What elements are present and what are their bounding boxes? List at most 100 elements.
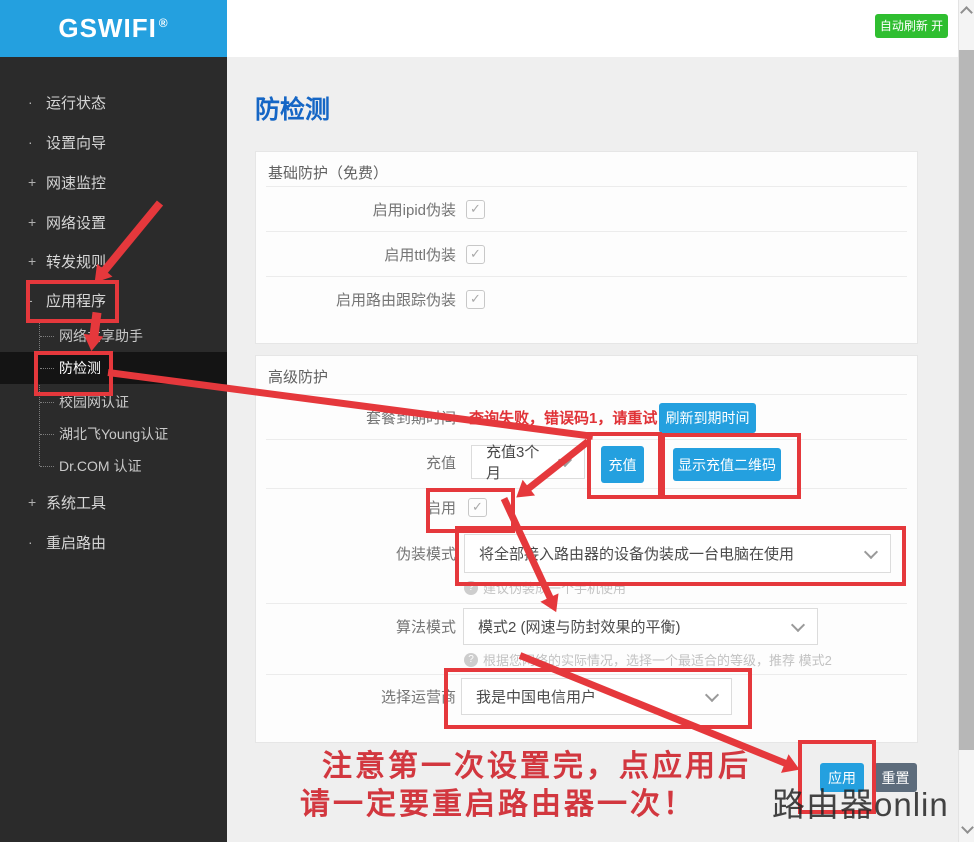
sidebar-item-system-tools[interactable]: + 系统工具: [0, 488, 227, 516]
check-icon: ✓: [470, 201, 481, 216]
advanced-protection-card: 高级防护 套餐到期时间 查询失败，错误码1，请重试 刷新到期时间 充值 充值3个…: [255, 355, 918, 743]
sidebar-item-reboot-router[interactable]: · 重启路由: [0, 528, 227, 556]
chevron-down-icon: [863, 544, 879, 559]
divider: [266, 674, 907, 675]
sidebar-subitem-drcom-auth[interactable]: Dr.COM 认证: [0, 452, 227, 480]
sidebar-item-setup-wizard[interactable]: · 设置向导: [0, 128, 227, 156]
field-label: 选择运营商: [380, 688, 456, 706]
scroll-down-icon[interactable]: [961, 821, 974, 834]
form-row-ipid: 启用ipid伪装 ✓: [256, 192, 905, 226]
sidebar-item-label: 系统工具: [46, 494, 107, 512]
card-title: 基础防护（免费）: [268, 165, 389, 182]
expand-icon: +: [28, 494, 37, 510]
isp-select[interactable]: 我是中国电信用户: [461, 678, 732, 715]
bullet-icon: ·: [28, 534, 33, 550]
recharge-button[interactable]: 充值: [601, 446, 644, 483]
enable-checkbox[interactable]: ✓: [468, 497, 487, 517]
sidebar: GSWIFI® ·运行状态 ·设置向导 +网速监控 +网络设置 +转发规则 -应…: [0, 0, 227, 842]
divider: [266, 231, 907, 232]
card-title: 高级防护: [268, 369, 329, 386]
reset-button[interactable]: 重置: [874, 763, 917, 792]
form-row-traceroute: 启用路由跟踪伪装 ✓: [256, 282, 905, 316]
tree-dash-icon: [40, 433, 54, 435]
expand-icon: +: [28, 253, 37, 269]
scroll-up-icon[interactable]: [960, 6, 973, 19]
form-row-expire: 套餐到期时间 查询失败，错误码1，请重试: [256, 400, 905, 434]
divider: [266, 439, 907, 440]
logo-text: GSWIFI: [58, 13, 157, 43]
sidebar-item-label: 网络设置: [46, 214, 107, 232]
recharge-select[interactable]: 充值3个月: [471, 444, 585, 482]
selected-option: 将全部接入路由器的设备伪装成一台电脑在使用: [479, 546, 795, 563]
sidebar-item-label: 重启路由: [46, 534, 107, 552]
selected-option: 模式2 (网速与防封效果的平衡): [478, 619, 681, 636]
sidebar-item-label: 转发规则: [46, 253, 107, 271]
tree-dash-icon: [40, 335, 54, 337]
form-row-ttl: 启用ttl伪装 ✓: [256, 237, 905, 271]
logo: GSWIFI®: [0, 0, 227, 57]
refresh-expire-button[interactable]: 刷新到期时间: [659, 403, 756, 433]
sidebar-subitem-anti-detection[interactable]: 防检测: [0, 352, 227, 384]
sidebar-subitem-hubei-young-auth[interactable]: 湖北飞Young认证: [0, 420, 227, 448]
show-qr-button[interactable]: 显示充值二维码: [673, 448, 781, 481]
field-label: 启用: [425, 499, 456, 517]
tree-dash-icon: [40, 367, 54, 369]
help-text: 根据您网络的实际情况，选择一个最适合的等级，推荐 模式2: [483, 653, 832, 668]
sidebar-subitem-network-share[interactable]: 网络共享助手: [0, 322, 227, 350]
collapse-icon: -: [28, 292, 33, 308]
divider: [266, 488, 907, 489]
ttl-checkbox[interactable]: ✓: [466, 244, 485, 264]
algo-mode-select[interactable]: 模式2 (网速与防封效果的平衡): [463, 608, 818, 645]
registered-mark: ®: [158, 15, 169, 30]
disguise-mode-select[interactable]: 将全部接入路由器的设备伪装成一台电脑在使用: [464, 534, 891, 573]
chevron-down-icon: [557, 452, 573, 468]
divider: [266, 603, 907, 604]
sidebar-subitem-label: 校园网认证: [59, 394, 129, 410]
algo-help: ? 根据您网络的实际情况，选择一个最适合的等级，推荐 模式2: [464, 650, 832, 669]
selected-option: 我是中国电信用户: [476, 689, 597, 706]
chevron-down-icon: [790, 617, 806, 632]
sidebar-subitem-label: 防检测: [59, 360, 101, 376]
traceroute-checkbox[interactable]: ✓: [466, 289, 485, 309]
sidebar-item-forwarding-rules[interactable]: + 转发规则: [0, 247, 227, 275]
auto-refresh-toggle[interactable]: 自动刷新 开: [875, 14, 948, 38]
apply-button[interactable]: 应用: [820, 763, 864, 792]
form-row-recharge: 充值: [256, 445, 905, 479]
basic-protection-card: 基础防护（免费） 启用ipid伪装 ✓ 启用ttl伪装 ✓ 启用路由跟踪伪装 ✓: [255, 151, 918, 344]
ipid-checkbox[interactable]: ✓: [466, 199, 485, 219]
sidebar-item-running-status[interactable]: ·运行状态: [0, 88, 227, 116]
field-label: 启用ttl伪装: [384, 246, 456, 264]
field-label: 充值: [425, 454, 456, 472]
divider: [266, 276, 907, 277]
scrollbar-thumb[interactable]: [959, 50, 974, 750]
watermark: 路由器onlin: [772, 786, 949, 823]
sidebar-subitem-label: Dr.COM 认证: [59, 458, 142, 474]
divider: [266, 394, 907, 395]
form-row-enable: 启用 ✓: [256, 490, 905, 524]
sidebar-item-speed-monitor[interactable]: +网速监控: [0, 168, 227, 196]
help-text: 建议伪装成一个手机使用: [483, 581, 627, 596]
form-row-disguise: 伪装模式: [256, 536, 905, 570]
field-label: 启用路由跟踪伪装: [335, 291, 456, 309]
page-title: 防检测: [255, 96, 331, 124]
sidebar-subitem-campus-auth[interactable]: 校园网认证: [0, 388, 227, 416]
top-bar: 自动刷新 开: [227, 0, 958, 57]
selected-option: 充值3个月: [486, 444, 540, 482]
bullet-icon: ·: [28, 94, 33, 110]
field-label: 算法模式: [395, 618, 456, 636]
form-row-algo: 算法模式: [256, 609, 905, 643]
help-icon: ?: [464, 652, 478, 667]
bullet-icon: ·: [28, 134, 33, 150]
scrollbar[interactable]: [958, 0, 974, 842]
form-row-isp: 选择运营商: [256, 679, 905, 713]
sidebar-item-network-settings[interactable]: +网络设置: [0, 208, 227, 236]
chevron-down-icon: [704, 687, 720, 702]
sidebar-item-applications[interactable]: -应用程序: [0, 286, 227, 314]
check-icon: ✓: [470, 291, 481, 306]
annotation-note-line2: 请一定要重启路由器一次！: [300, 788, 696, 821]
help-icon: ?: [464, 580, 478, 595]
field-label: 套餐到期时间: [365, 409, 456, 427]
sidebar-item-label: 网速监控: [46, 174, 107, 192]
sidebar-item-label: 设置向导: [46, 134, 107, 152]
